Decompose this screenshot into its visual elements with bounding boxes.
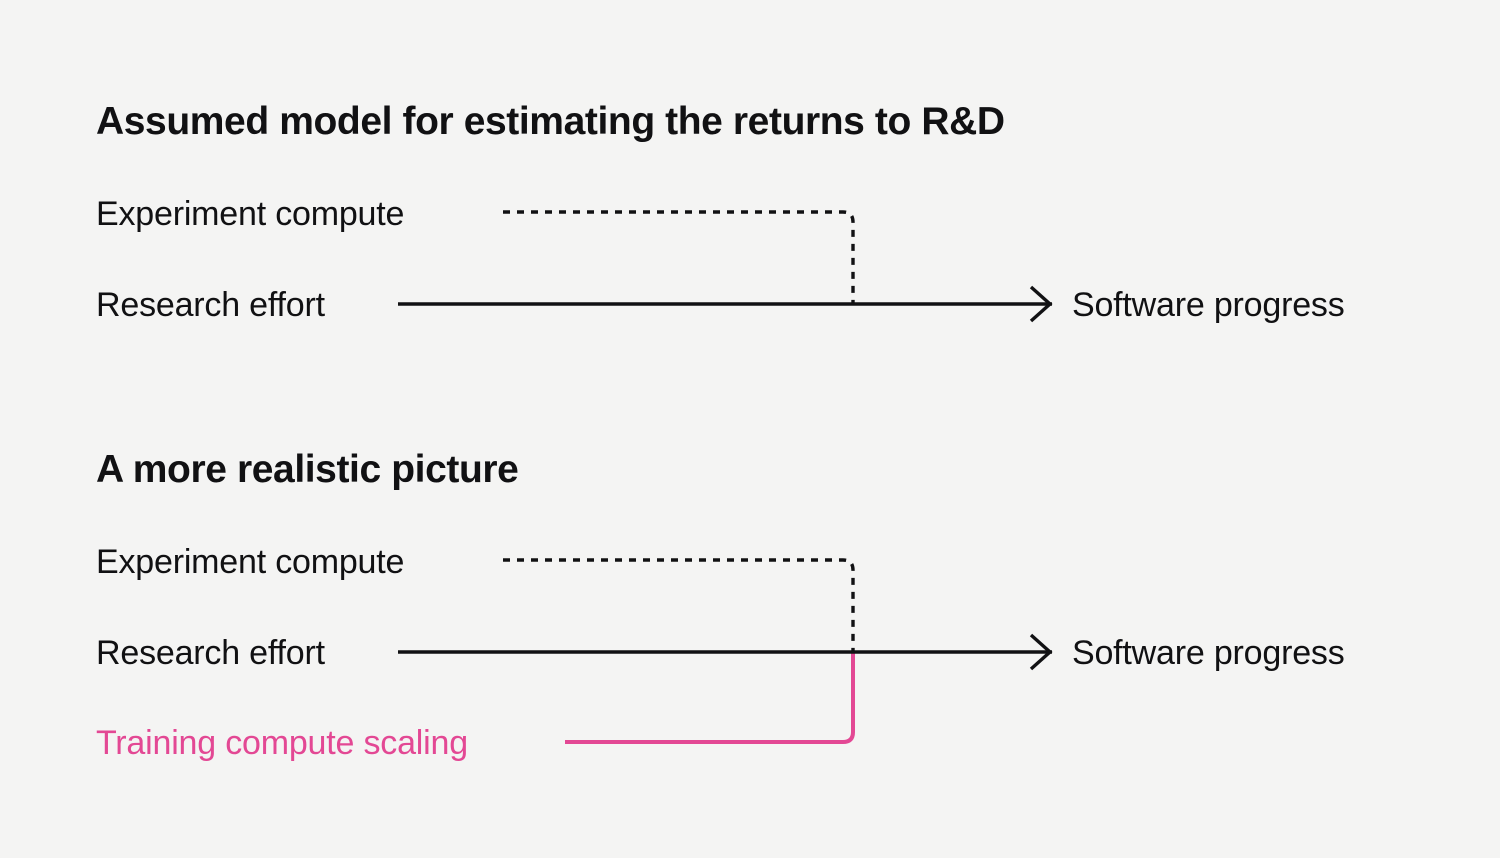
section-heading-realistic-picture: A more realistic picture	[96, 448, 519, 491]
node-label-research-effort-2: Research effort	[96, 634, 325, 672]
edge-experiment-compute-1	[503, 210, 855, 304]
node-label-experiment-compute-1: Experiment compute	[96, 195, 405, 233]
node-label-research-effort-1: Research effort	[96, 286, 325, 324]
node-label-training-compute-scaling: Training compute scaling	[96, 724, 468, 762]
node-label-experiment-compute-2: Experiment compute	[96, 543, 405, 581]
node-label-software-progress-2: Software progress	[1072, 634, 1345, 672]
node-label-software-progress-1: Software progress	[1072, 286, 1345, 324]
section-heading-assumed-model: Assumed model for estimating the returns…	[96, 100, 1005, 143]
arrowhead-icon-1	[1029, 285, 1053, 323]
edge-training-compute-scaling	[565, 652, 855, 744]
edge-experiment-compute-2	[503, 558, 855, 652]
arrowhead-icon-2	[1029, 633, 1053, 671]
